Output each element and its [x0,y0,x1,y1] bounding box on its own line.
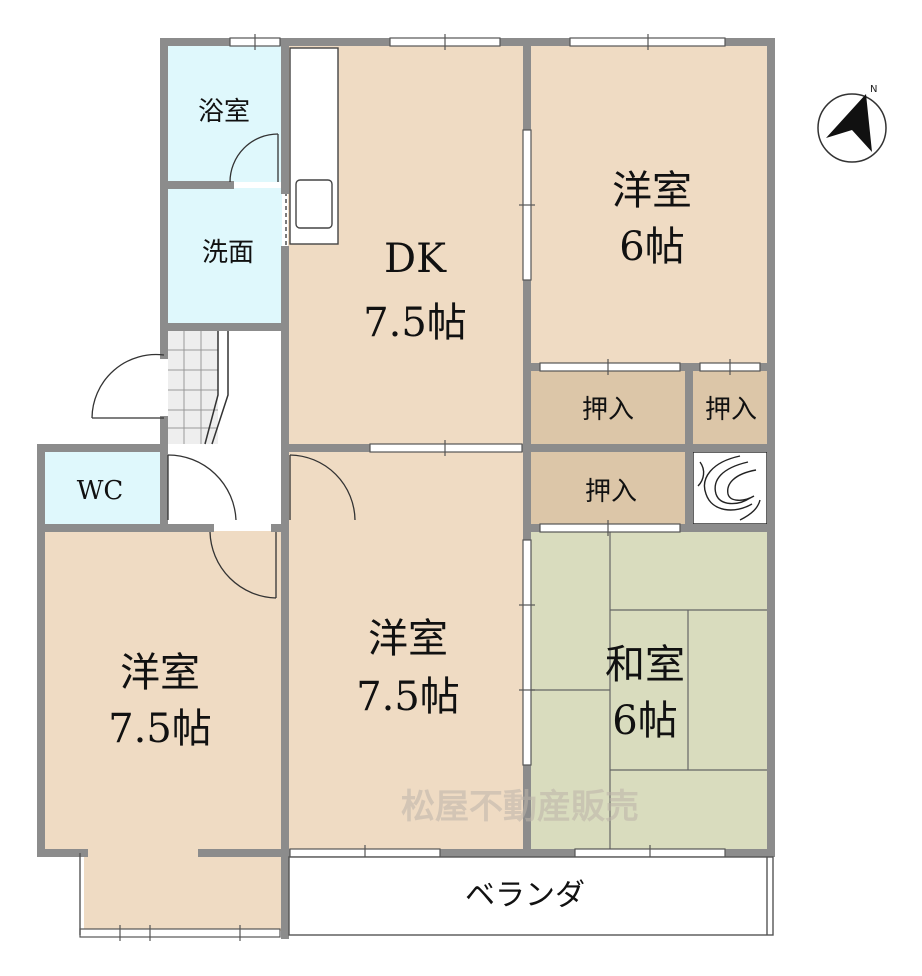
west-left-floor [45,531,281,849]
floor-fills [45,46,767,931]
windows [79,34,761,941]
west-center-name-label: 洋室 [368,616,448,662]
compass-north-label: N [870,84,877,95]
closet-3-label: 押入 [585,477,637,507]
dk-size-label: 7.5帖 [363,300,467,346]
walls [37,38,775,939]
door-swings [91,133,356,599]
japanese-size-label: 6帖 [612,698,677,744]
kitchen-counter [285,47,339,246]
bath-label: 浴室 [198,97,250,127]
west-left-size-label: 7.5帖 [108,706,212,752]
closet-1-floor [531,370,686,444]
room-labels: 浴室 洗面 DK 7.5帖 洋室 6帖 押入 押入 押入 WC 洋室 7.5帖 … [77,97,757,913]
veranda-outline [79,853,774,936]
west-left-name-label: 洋室 [120,650,200,696]
west-center-floor [288,452,524,849]
wc-label: WC [77,476,124,506]
closet-3-floor [531,452,686,524]
closet-2-floor [693,370,767,444]
washroom-floor [168,188,282,324]
tatami-lines [531,531,767,849]
shoebox-floor [168,331,218,444]
wc-floor [45,452,160,524]
west-ne-floor [531,46,767,364]
north-arrow-icon: N [817,84,887,163]
west-ne-size-label: 6帖 [619,224,684,270]
veranda-label: ベランダ [465,878,585,913]
japanese-name-label: 和室 [605,642,685,688]
watermark: 松屋不動産販売 [401,787,639,827]
bath-floor [168,46,282,182]
west-ne-name-label: 洋室 [612,168,692,214]
shoebox-grid [168,331,229,445]
dk-name-label: DK [384,236,447,282]
west-center-size-label: 7.5帖 [356,674,460,720]
washroom-label: 洗面 [202,238,254,268]
closet-2-label: 押入 [705,395,757,425]
closet-1-label: 押入 [582,395,634,425]
storage-contour [692,451,768,525]
west-left-bay-floor [84,849,281,931]
